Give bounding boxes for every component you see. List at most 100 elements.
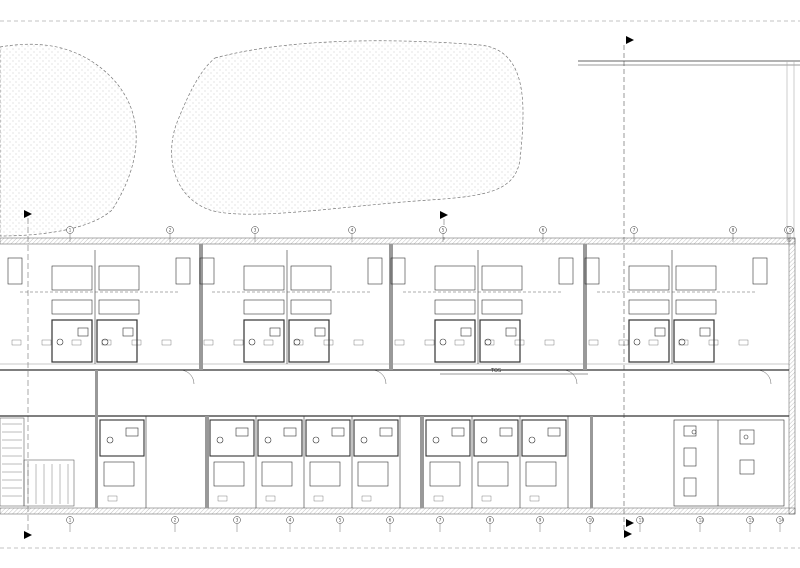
sink-icon [379, 427, 393, 437]
grid-bubble-label: 1 [69, 517, 72, 522]
room-tag [217, 495, 228, 502]
grid-bubble [746, 516, 754, 524]
section-marker-b-top [440, 211, 448, 219]
room-tag [203, 339, 214, 346]
room-tag [678, 339, 689, 346]
grid-bubble [233, 516, 241, 524]
grid-bubble [171, 516, 179, 524]
bed-icon [261, 461, 293, 487]
bed-icon [51, 265, 93, 291]
grid-bubble [586, 516, 594, 524]
sink-icon [505, 327, 517, 337]
room-tag [588, 339, 599, 346]
grid-bubble [486, 516, 494, 524]
toilet-icon [216, 436, 224, 444]
room-tag [738, 339, 749, 346]
toilet-icon [106, 436, 114, 444]
wardrobe [367, 257, 383, 285]
grid-bubble [348, 226, 356, 234]
bathroom [209, 419, 255, 457]
building-walls [0, 237, 796, 515]
door-swing [562, 369, 578, 385]
landscape-blob-center [171, 40, 524, 215]
unit-module [353, 416, 401, 508]
grid-bubble-label: 4 [289, 517, 292, 522]
grid-bubble [536, 516, 544, 524]
sink-icon [654, 327, 666, 337]
wardrobe [584, 257, 600, 285]
room-tag [233, 339, 244, 346]
grid-bubble [636, 516, 644, 524]
bathroom [673, 319, 715, 363]
desk [675, 299, 717, 315]
grid-bubble [630, 226, 638, 234]
room-tag [41, 339, 52, 346]
room-tag [433, 495, 444, 502]
room-tag [529, 495, 540, 502]
bathroom [96, 319, 138, 363]
grid-bubble [66, 516, 74, 524]
bathroom [479, 319, 521, 363]
unit-module [257, 416, 305, 508]
unit-module [99, 416, 147, 508]
toilet-icon [480, 436, 488, 444]
grid-bubble [729, 226, 737, 234]
grid-bubble [386, 516, 394, 524]
toilet-icon [56, 338, 64, 346]
room-tag [484, 339, 495, 346]
bathroom [425, 419, 471, 457]
desk [481, 299, 523, 315]
desk [98, 299, 140, 315]
unit-module [425, 416, 473, 508]
landscape-areas [0, 40, 524, 237]
grid-bubble-label: 8 [489, 517, 492, 522]
sink-icon [699, 327, 711, 337]
bathroom [305, 419, 351, 457]
bathroom [353, 419, 399, 457]
landscape-blob-left [0, 43, 137, 237]
room-tag [353, 339, 364, 346]
grid-bubble [286, 516, 294, 524]
sink-icon [499, 427, 513, 437]
grid-bubble [166, 226, 174, 234]
door-swing [371, 369, 387, 385]
desk [628, 299, 670, 315]
room-tag [313, 495, 324, 502]
grid-bubble [786, 226, 794, 234]
desk [434, 299, 476, 315]
grid-bubble-label: 10 [589, 517, 595, 522]
sink-icon [77, 327, 89, 337]
bathroom [51, 319, 93, 363]
upper-units [7, 250, 772, 385]
grid-bubble [439, 226, 447, 234]
apartment-module [584, 250, 772, 385]
grid-bubble-label: 11 [639, 517, 645, 522]
desk [51, 299, 93, 315]
room-tag [107, 495, 118, 502]
toilet-icon [360, 436, 368, 444]
lower-units [99, 416, 569, 508]
grid-bubble-label: 7 [439, 517, 442, 522]
bed-icon [213, 461, 245, 487]
room-tag [71, 339, 82, 346]
unit-module [521, 416, 569, 508]
bed-icon [103, 461, 135, 487]
bathroom [243, 319, 285, 363]
grid-bubble [776, 516, 784, 524]
room-tag [361, 495, 372, 502]
sink-icon [451, 427, 465, 437]
bed-icon [243, 265, 285, 291]
grid-bubble [336, 516, 344, 524]
bed-icon [290, 265, 332, 291]
bed-icon [434, 265, 476, 291]
grid-bubble-label: 4 [351, 227, 354, 232]
room-tag [424, 339, 435, 346]
wardrobe [7, 257, 23, 285]
room-tag [263, 339, 274, 346]
sink-icon [125, 427, 139, 437]
corridor-label-box: TOS [440, 368, 588, 375]
desk [243, 299, 285, 315]
grid-bubble [696, 516, 704, 524]
